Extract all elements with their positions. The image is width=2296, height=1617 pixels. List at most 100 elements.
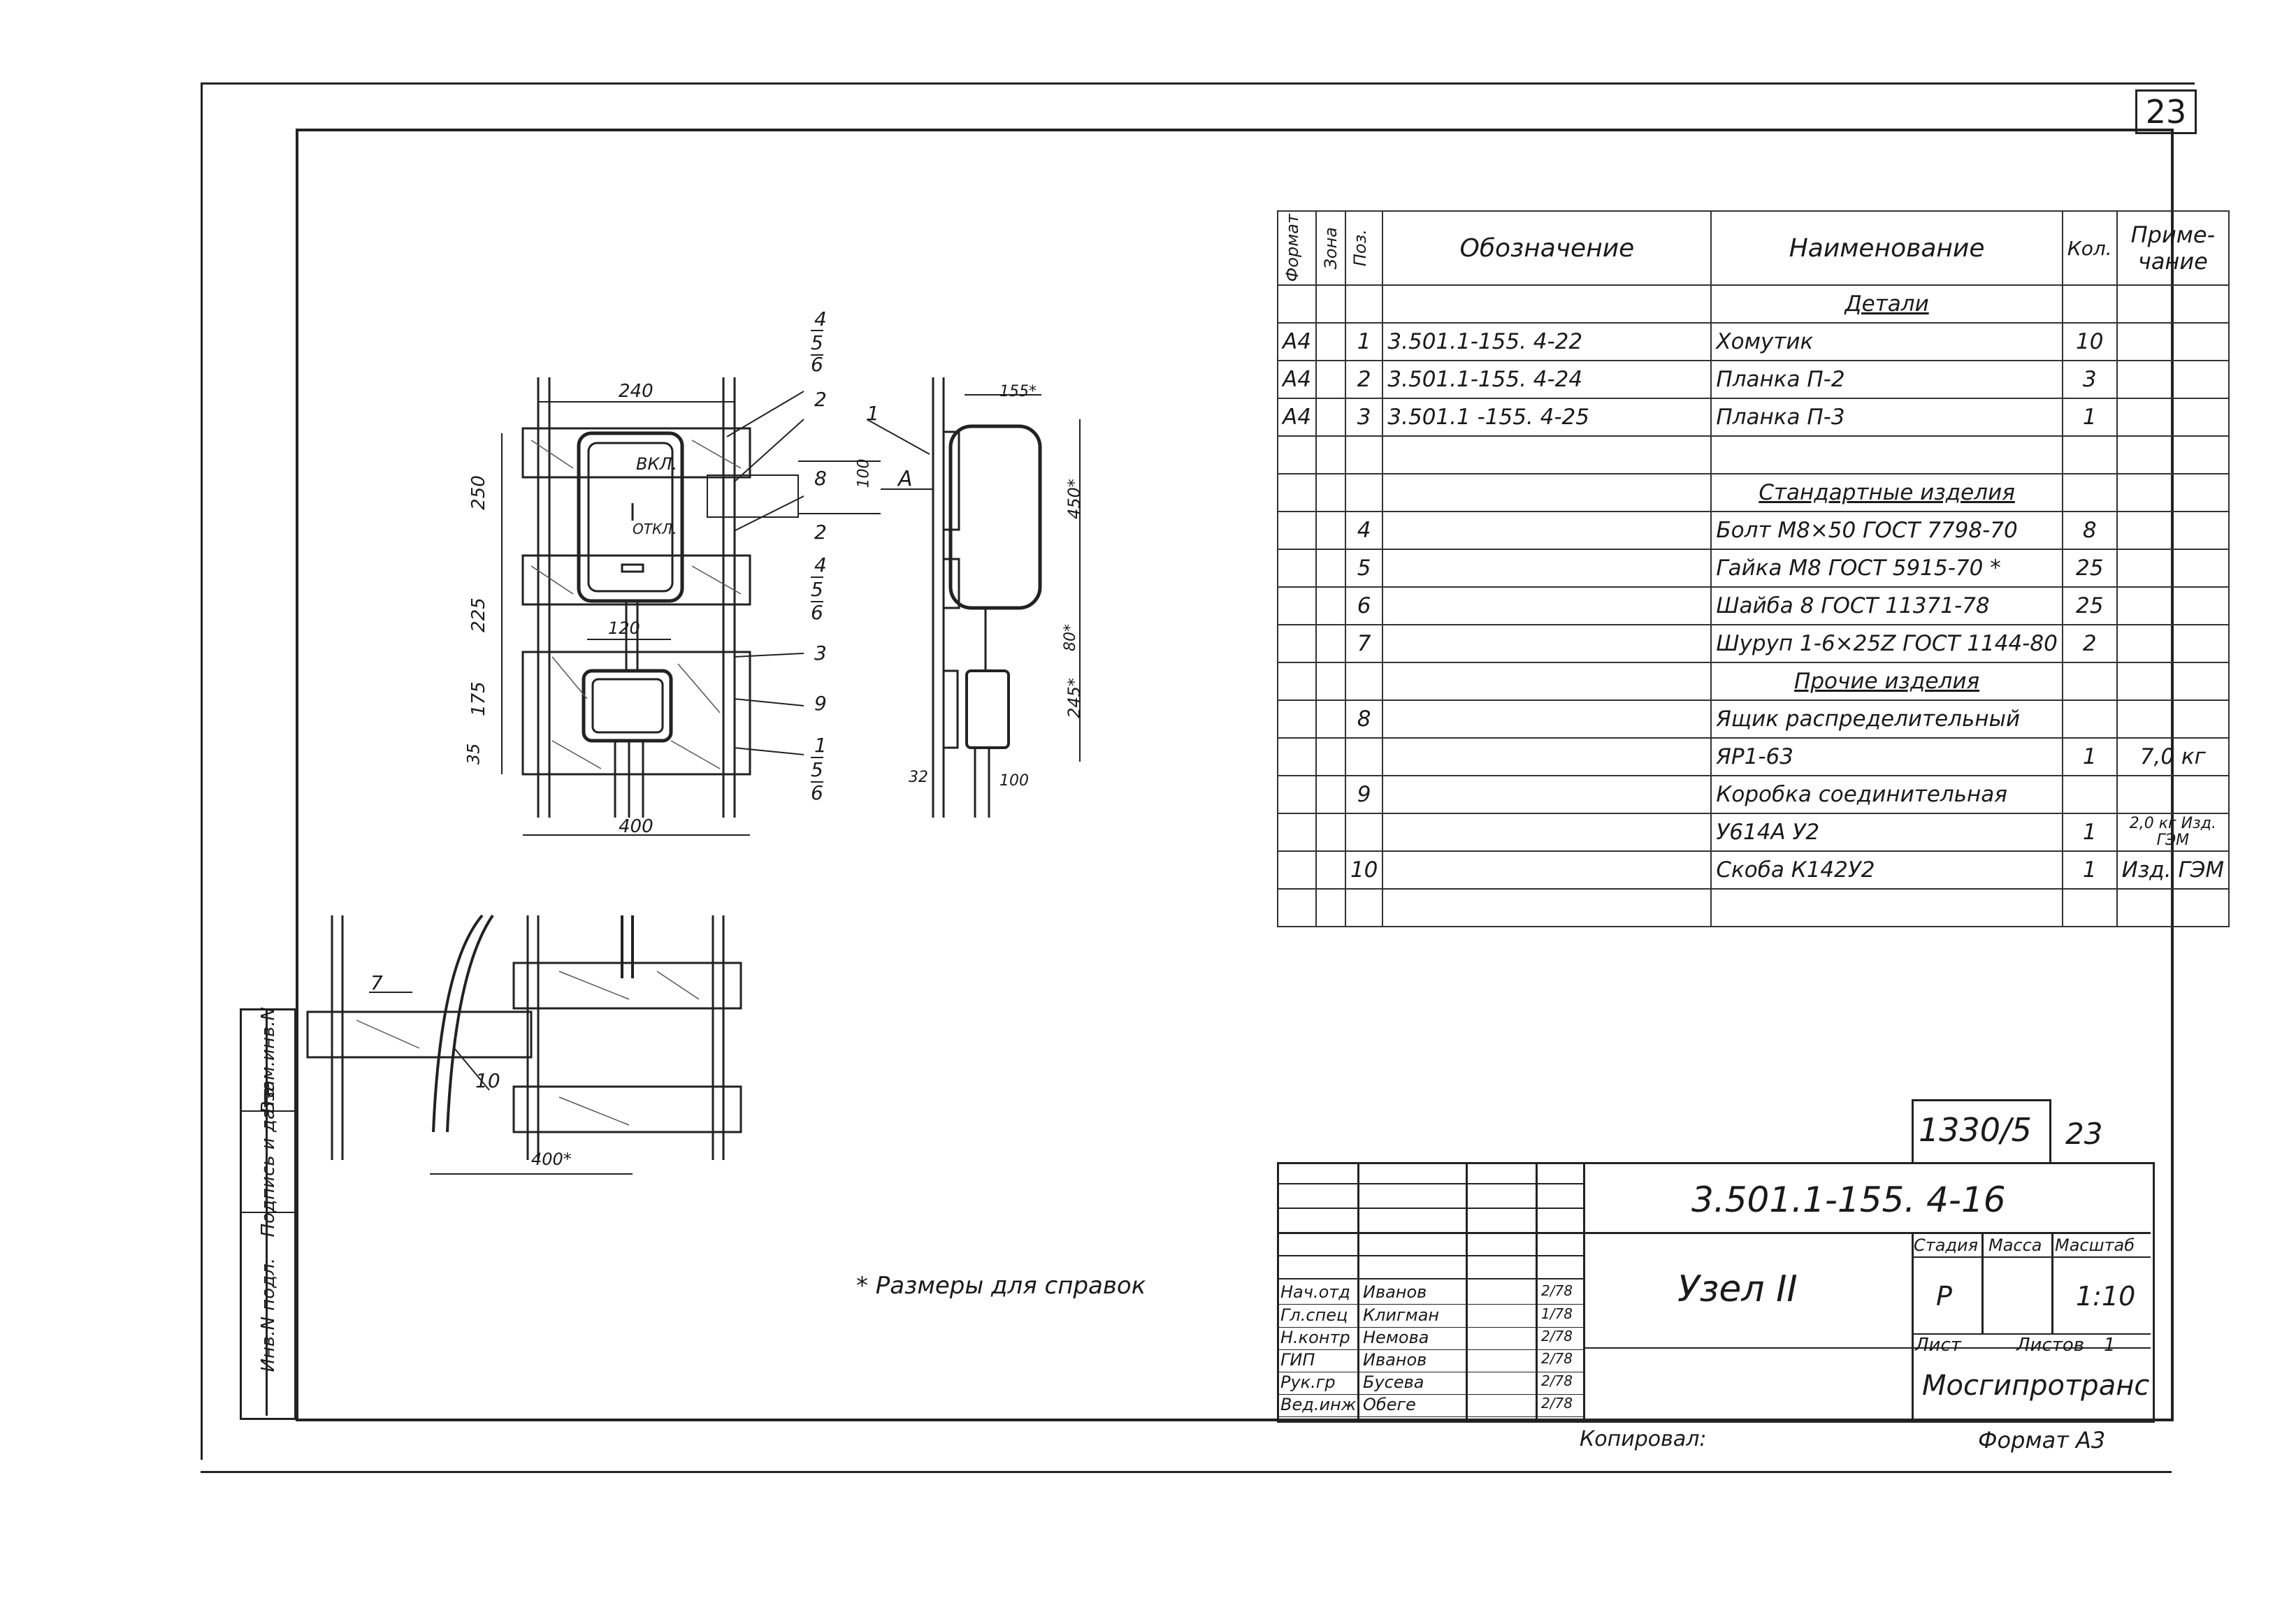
tb-col5 [1912,1232,1914,1419]
cell-pos [1344,284,1384,324]
signature-role: Вед.инж [1280,1395,1357,1414]
signature-date: 2/78 [1541,1372,1573,1389]
header-designation: Обозначение [1382,210,1712,286]
dim-240: 240 [619,381,654,402]
archive-number: 1330/5 [1919,1111,2032,1149]
signature-row-line [1277,1349,1584,1350]
cell-zone [1315,850,1346,890]
callout-10: 10 [475,1069,500,1092]
cell-name: Ящик распределительный [1710,699,2063,739]
cell-pos [1344,662,1384,701]
signature-row-line [1277,1327,1584,1328]
cell-pos: 7 [1344,624,1384,663]
sheets-value: 1 [2104,1335,2116,1356]
callout-4-mid: 4 [814,553,827,577]
tb-row-g [1912,1256,2151,1258]
header-pos: Поз. [1344,210,1384,286]
tb-row-b [1277,1208,1584,1209]
tb-col4 [1583,1162,1585,1419]
sheet-number: 23 [2135,89,2197,134]
side-strip-divider [266,1008,268,1416]
tb-row-e [1277,1278,1584,1279]
cell-qty [2061,699,2118,739]
cell-format [1277,813,1317,852]
cell-qty: 1 [2061,737,2118,776]
tb-row-a [1277,1183,1584,1184]
organization: Мосгипротранс [1922,1370,2150,1402]
cell-note [2116,398,2230,437]
signature-date: 2/78 [1541,1328,1573,1344]
cell-note [2116,284,2230,324]
cell-format [1277,699,1317,739]
cell-name [1710,435,2063,474]
cell-name: У614А У2 [1710,813,2063,852]
cell-designation [1382,888,1712,927]
tb-col3 [1536,1162,1538,1419]
plank-plan-upper [512,962,742,1010]
signature-role: ГИП [1280,1350,1315,1370]
cell-designation [1382,284,1712,324]
drawing-title: Узел II [1677,1268,1798,1310]
cell-format [1277,473,1317,512]
dim-175: 175 [468,681,489,716]
header-zone: Зона [1315,210,1346,286]
cell-zone [1315,624,1346,663]
signature-name: Обеге [1363,1395,1416,1414]
plank-top [521,427,751,479]
cell-note [2116,624,2230,663]
callout-1-side: 1 [867,402,879,425]
dim-400b: 400* [531,1150,572,1169]
cell-format [1277,888,1317,927]
signature-role: Нач.отд [1280,1282,1350,1302]
cell-pos [1344,473,1384,512]
stage-label: Стадия [1914,1235,1979,1255]
table-row [1277,435,2230,474]
cell-format [1277,511,1317,550]
cell-note [2116,511,2230,550]
cell-format [1277,850,1317,890]
cell-format [1277,549,1317,588]
cell-designation: 3.501.1 -155. 4-25 [1382,398,1712,437]
cell-zone [1315,737,1346,776]
cell-pos [1344,813,1384,852]
cell-designation [1382,699,1712,739]
mass-label: Масса [1988,1235,2042,1255]
table-row: 8 Ящик распределительный [1277,699,2230,739]
cell-qty: 10 [2061,322,2118,361]
cell-designation [1382,813,1712,852]
cell-pos: 9 [1344,775,1384,814]
dim-400: 400 [619,816,654,837]
dim-100b: 100 [999,772,1029,790]
signature-name: Немова [1363,1328,1429,1347]
cell-zone [1315,586,1346,625]
table-row: Прочие изделия [1277,662,2230,701]
tb-col6 [1981,1232,1984,1333]
cell-note [2116,322,2230,361]
side-cell-signature: Подпись и дата [242,1087,294,1237]
side-stamp-strip: Взам.инв.N Подпись и дата Инв.N подл. [240,1007,296,1420]
sheets-label: Листов [2016,1335,2085,1356]
cell-name: Шайба 8 ГОСТ 11371-78 [1710,586,2063,625]
table-row [1277,888,2230,927]
table-row: 9 Коробка соединительная [1277,775,2230,814]
cell-format [1277,624,1317,663]
cell-qty: 2 [2061,624,2118,663]
cell-name: Коробка соединительная [1710,775,2063,814]
cell-pos: 8 [1344,699,1384,739]
cell-format [1277,775,1317,814]
cell-note: 2,0 кг Изд. ГЭМ [2116,813,2230,852]
side-cell-replacement: Взам.инв.N [242,1007,294,1114]
cell-pos: 3 [1344,398,1384,437]
tb-col2 [1466,1162,1468,1419]
cell-pos [1344,888,1384,927]
callout-3: 3 [814,641,827,665]
cell-format: А4 [1277,322,1317,361]
cell-name: Планка П-2 [1710,360,2063,399]
tb-col7 [2051,1232,2053,1333]
